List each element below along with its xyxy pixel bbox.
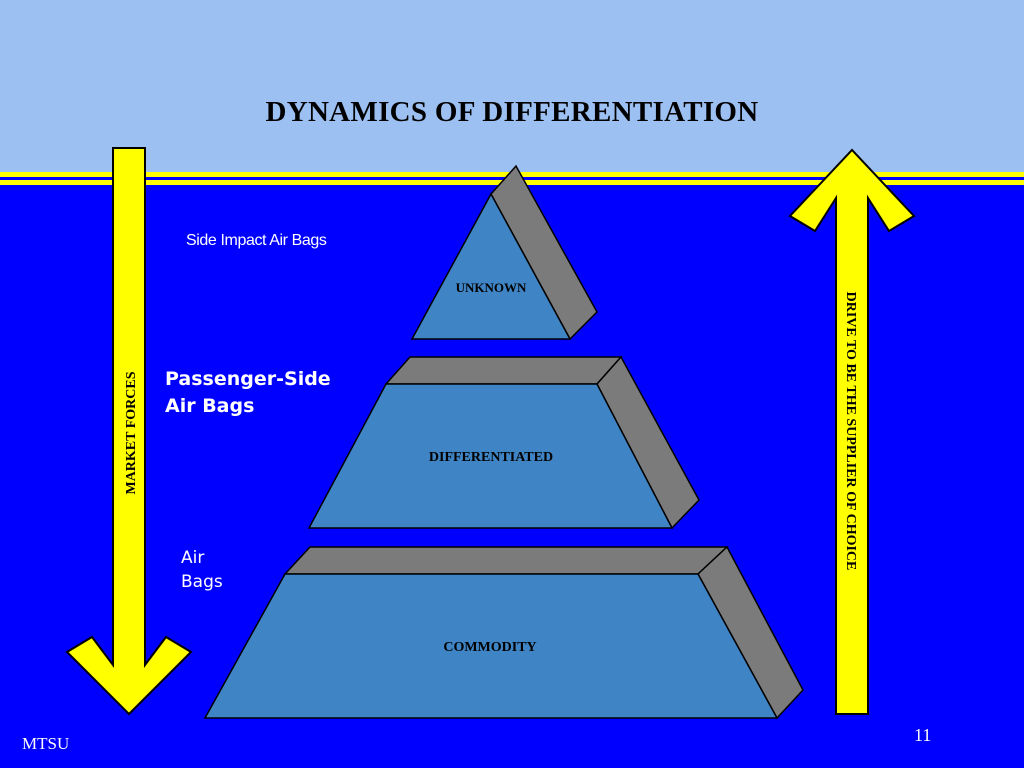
- page-number: 11: [914, 725, 932, 745]
- market-forces-label: MARKET FORCES: [124, 371, 139, 494]
- supplier-choice-arrow: DRIVE TO BE THE SUPPLIER OF CHOICE: [788, 148, 916, 715]
- differentiated-label: DIFFERENTIATED: [429, 450, 553, 465]
- side-impact-air-bags-label: Side Impact Air Bags: [186, 232, 327, 249]
- commodity-label: COMMODITY: [443, 640, 536, 655]
- market-forces-arrow: MARKET FORCES: [65, 147, 193, 716]
- unknown-label: UNKNOWN: [456, 280, 527, 295]
- air-bags-line2: Bags: [181, 572, 223, 592]
- commodity-tier: COMMODITY: [203, 545, 804, 720]
- slide-title: DYNAMICS OF DIFFERENTIATION: [265, 96, 759, 128]
- passenger-side-line1: Passenger-Side: [165, 368, 331, 390]
- passenger-side-line2: Air Bags: [165, 395, 255, 417]
- air-bags-label: Air Bags: [181, 546, 261, 594]
- header-band: [0, 0, 1024, 172]
- passenger-side-air-bags-label: Passenger-Side Air Bags: [165, 366, 365, 420]
- air-bags-line1: Air: [181, 548, 205, 568]
- unknown-tier: UNKNOWN: [410, 164, 598, 341]
- footer-org: MTSU: [22, 734, 70, 753]
- differentiated-tier: DIFFERENTIATED: [307, 355, 700, 530]
- supplier-choice-label: DRIVE TO BE THE SUPPLIER OF CHOICE: [843, 292, 858, 571]
